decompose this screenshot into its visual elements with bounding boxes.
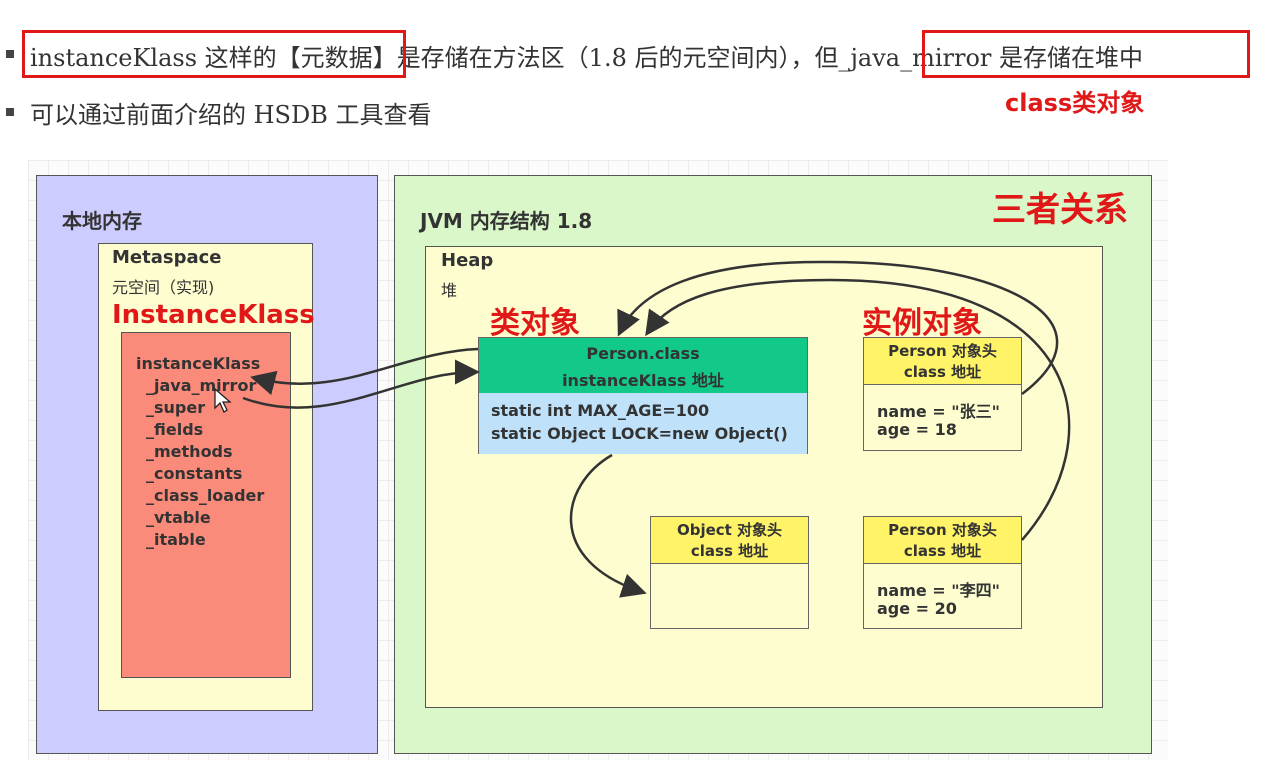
field-age: age = 18 — [877, 420, 957, 439]
arrow-class-to-mirror — [250, 347, 479, 396]
class-object-note: class类对象 — [1005, 89, 1145, 117]
bullet-marker — [6, 50, 14, 58]
metaspace-subtitle: 元空间（实现) — [112, 278, 215, 297]
person-class-statics: static int MAX_AGE=100 static Object LOC… — [479, 393, 807, 454]
instance-object-label: 实例对象 — [862, 306, 982, 341]
arrow-mirror-to-class — [242, 359, 480, 409]
bullet-1-part2: 是存储在方法区（1.8 后的元空间内），但 — [396, 44, 839, 72]
bullet-line-1: instanceKlass 这样的【元数据】是存储在方法区（1.8 后的元空间内… — [30, 38, 1143, 73]
person-instance-lisi: Person 对象头 class 地址 name = "李四" age = 20 — [863, 516, 1022, 629]
klass-field: _fields — [146, 420, 204, 439]
highlight-box-java-mirror — [922, 30, 1250, 78]
person-instance-zhangsan: Person 对象头 class 地址 name = "张三" age = 18 — [863, 337, 1022, 451]
jvm-title: JVM 内存结构 1.8 — [420, 209, 593, 233]
field-name: name = "张三" — [877, 402, 1000, 421]
object-header-label: Object 对象头 — [676, 521, 783, 539]
mouse-pointer-icon — [214, 388, 232, 413]
klass-field: _itable — [146, 530, 206, 549]
bullet-1-part1: instanceKlass 这样的【元数据】 — [30, 44, 397, 72]
object-instance-lock: Object 对象头 class 地址 — [650, 516, 809, 629]
klass-field: _class_loader — [146, 486, 265, 505]
highlight-box-metadata — [22, 30, 406, 78]
class-address-label: class 地址 — [690, 542, 769, 560]
person-class-object: Person.class instanceKlass 地址 static int… — [478, 337, 808, 454]
field-name: name = "李四" — [877, 581, 1000, 600]
object-header: Person 对象头 class 地址 — [864, 517, 1021, 564]
klass-field: _vtable — [146, 508, 211, 527]
object-header: Object 对象头 class 地址 — [651, 517, 808, 564]
field-age: age = 20 — [877, 599, 957, 618]
class-address-label: class 地址 — [903, 542, 982, 560]
static-field-lock: static Object LOCK=new Object() — [491, 424, 788, 443]
instanceklass-label: InstanceKlass — [112, 300, 315, 330]
metaspace-title: Metaspace — [112, 247, 222, 268]
klass-field: _constants — [146, 464, 243, 483]
arrow-lisi-to-class — [645, 278, 1071, 541]
klass-field: _methods — [146, 442, 233, 461]
heap-box — [425, 246, 1103, 708]
three-relation-label: 三者关系 — [992, 190, 1128, 230]
person-class-header: Person.class instanceKlass 地址 — [479, 338, 807, 394]
object-header-label: Person 对象头 — [888, 521, 997, 539]
bullet-line-2: 可以通过前面介绍的 HSDB 工具查看 — [30, 101, 432, 129]
arrow-class-to-object — [569, 453, 647, 598]
native-memory-title: 本地内存 — [62, 209, 142, 233]
klass-field: _super — [146, 398, 206, 417]
person-class-name: Person.class — [586, 344, 700, 363]
klass-field: instanceKlass — [136, 354, 261, 373]
heap-title: Heap — [441, 250, 494, 271]
static-field-max-age: static int MAX_AGE=100 — [491, 401, 710, 420]
arrow-zhangsan-to-class — [617, 260, 1059, 395]
class-address-label: class 地址 — [903, 363, 982, 381]
bullet-1-part3: _java_mirror 是存储在堆中 — [838, 44, 1144, 72]
object-header: Person 对象头 class 地址 — [864, 338, 1021, 385]
klass-field-list: instanceKlass _java_mirror _super _field… — [136, 353, 264, 551]
object-header-label: Person 对象头 — [888, 342, 997, 360]
bullet-marker — [6, 108, 14, 116]
heap-subtitle: 堆 — [441, 281, 458, 300]
person-class-klass-addr: instanceKlass 地址 — [562, 371, 724, 390]
class-object-label: 类对象 — [490, 306, 580, 341]
klass-field: _java_mirror — [146, 376, 257, 395]
